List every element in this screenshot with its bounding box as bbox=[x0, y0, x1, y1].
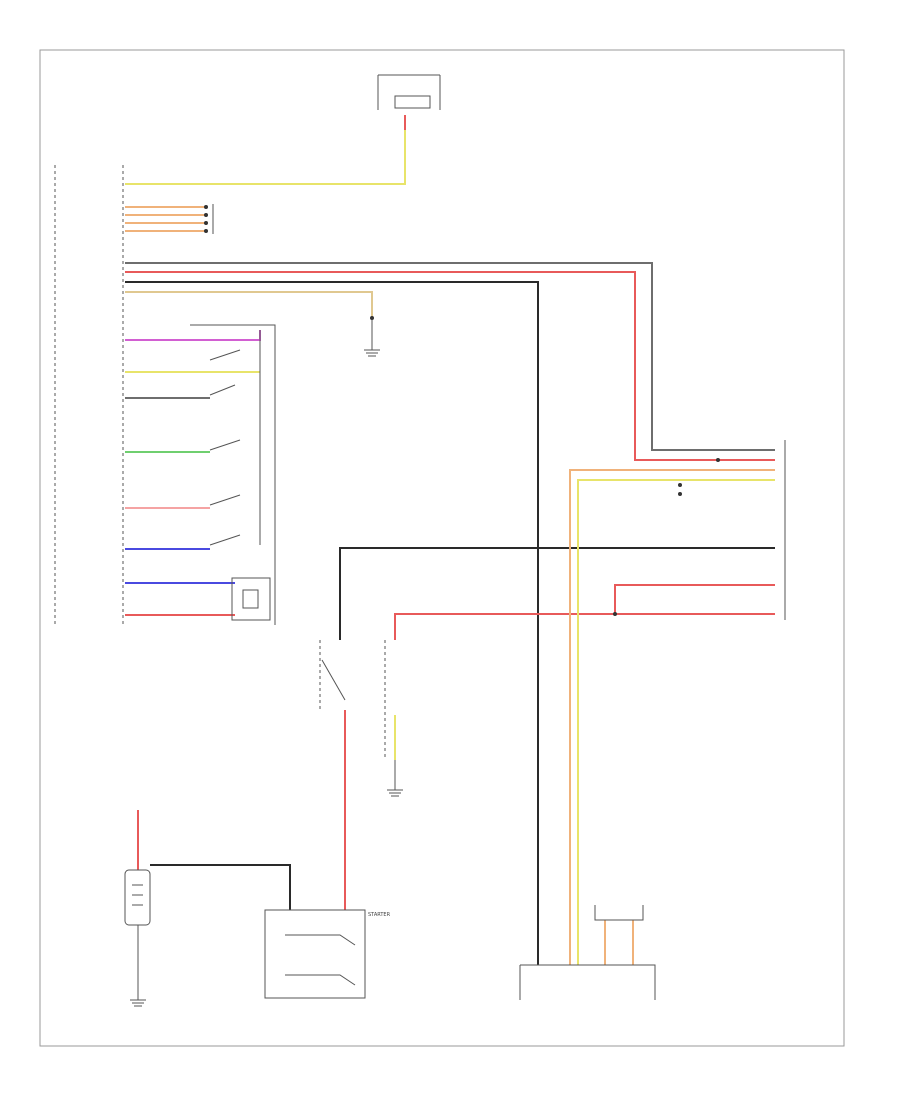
engine-module bbox=[519, 905, 656, 1000]
wire-yellow-engine bbox=[577, 479, 775, 965]
wire-yellow-top bbox=[125, 130, 406, 185]
steering-column-module bbox=[54, 165, 124, 625]
wire-orange-engine bbox=[569, 469, 775, 965]
wire-gray-long bbox=[125, 262, 775, 451]
wire-tan-short bbox=[125, 291, 373, 318]
wire-red-relay bbox=[394, 613, 775, 640]
wire-orange-bundle bbox=[125, 204, 214, 234]
starter-label: STARTER bbox=[368, 912, 391, 918]
fuse-panel bbox=[377, 74, 441, 110]
diagram-frame bbox=[39, 49, 845, 1047]
wire-black-relay bbox=[339, 547, 775, 640]
central-module bbox=[613, 440, 786, 620]
ground-lower bbox=[387, 715, 403, 797]
wire-black-starter bbox=[150, 864, 291, 910]
wire-magenta bbox=[125, 330, 261, 341]
wire-red-long bbox=[125, 271, 775, 461]
battery bbox=[124, 810, 151, 1007]
ground-upper bbox=[364, 316, 380, 357]
wire-red-mid bbox=[614, 584, 775, 614]
wire-black-long bbox=[125, 281, 539, 965]
starter: STARTER bbox=[264, 909, 391, 999]
shift-lever-switch bbox=[190, 324, 276, 625]
relay-module bbox=[319, 640, 386, 760]
